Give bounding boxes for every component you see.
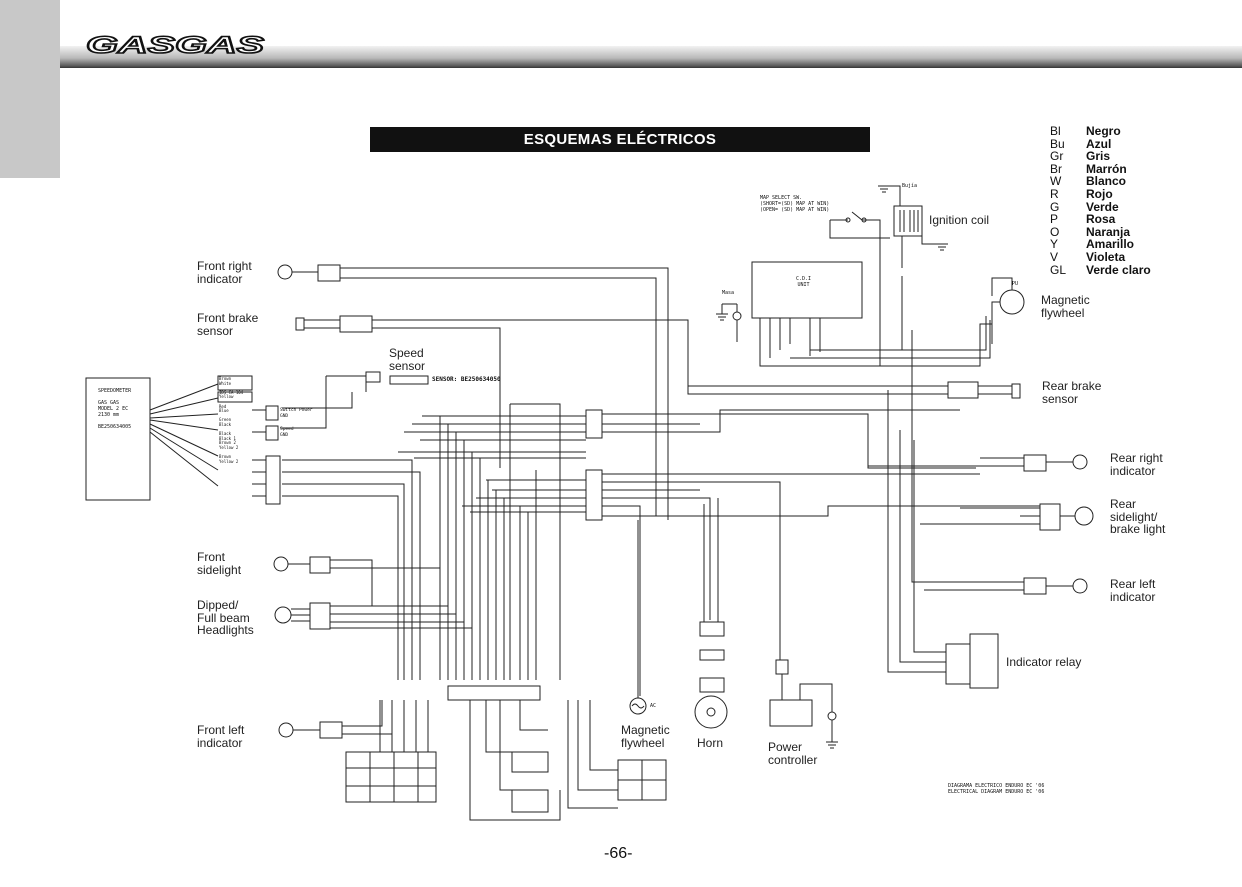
cdi-unit-text: C.D.I UNIT <box>796 276 812 288</box>
legend-color-name: Rosa <box>1086 212 1116 227</box>
legend-row: Y Amarillo <box>1050 238 1151 251</box>
rear-left-indicator-bulb <box>1072 578 1088 594</box>
front-right-indicator-bulb <box>277 264 293 280</box>
front-brake-sensor-label: Front brake sensor <box>197 311 259 338</box>
legend-color-name: Amarillo <box>1086 237 1135 252</box>
legend-code: G <box>1050 199 1060 214</box>
rear-right-indicator-bulb <box>1072 454 1088 470</box>
map-select-text: MAP SELECT SW. (SHORT=(SD) MAP AT WIN) (… <box>760 195 830 213</box>
page-number: -66- <box>604 845 633 862</box>
speedometer-unit <box>85 377 151 501</box>
legend-row: R Rojo <box>1050 188 1151 201</box>
legend-color-name: Gris <box>1086 149 1111 164</box>
rear-left-indicator-label: Rear left indicator <box>1110 577 1156 604</box>
headlight-bulb <box>274 606 292 624</box>
ignition-coil-label: Ignition coil <box>929 213 990 227</box>
legend-color-name: Azul <box>1086 136 1112 151</box>
front-left-indicator-bulb <box>278 722 294 738</box>
rear-sidelight-bulb <box>1074 506 1094 526</box>
legend-row: G Verde <box>1050 199 1151 214</box>
legend-code: R <box>1050 186 1059 201</box>
ignition-coil-body <box>893 205 923 237</box>
side-tab <box>0 0 60 178</box>
legend-code: Y <box>1050 237 1059 252</box>
legend-row: W Blanco <box>1050 175 1151 188</box>
speedometer-text: SPEEDOMETER GAS GAS MODEL 2 EC 2130 mm B… <box>98 388 132 430</box>
legend-row: Bl Negro <box>1050 125 1151 138</box>
pu-text: PU <box>1012 281 1019 287</box>
legend-row: GL Verde claro <box>1050 262 1151 277</box>
power-controller-label: Power controller <box>768 740 818 767</box>
legend-color-name: Rojo <box>1086 186 1113 201</box>
page-title: ESQUEMAS ELÉCTRICOS <box>370 127 870 152</box>
front-sidelight-label: Front sidelight <box>197 550 242 577</box>
legend-code: P <box>1050 212 1059 227</box>
legend-row: Gr Gris <box>1050 150 1151 163</box>
indicator-relay-label: Indicator relay <box>1006 655 1082 669</box>
horn-body <box>694 695 728 729</box>
legend-code: Bl <box>1050 124 1061 138</box>
front-left-indicator-label: Front left indicator <box>197 723 245 750</box>
legend-code: Br <box>1050 161 1062 176</box>
legend-color-name: Naranja <box>1086 224 1131 239</box>
legend-code: O <box>1050 224 1060 239</box>
legend-color-name: Violeta <box>1086 249 1126 264</box>
front-right-indicator-label: Front right indicator <box>197 259 252 286</box>
legend-code: Gr <box>1050 149 1064 164</box>
legend-color-name: Marrón <box>1086 161 1127 176</box>
switch-power-text: Switch Power GND <box>280 408 313 419</box>
ac-text: AC <box>650 703 657 709</box>
bujia-text: Bujía <box>902 183 918 189</box>
legend-code: GL <box>1050 262 1067 277</box>
rear-right-indicator-label: Rear right indicator <box>1110 451 1163 478</box>
sensor-code-label: SENSOR: BE250634050 <box>432 376 501 383</box>
headlights-label: Dipped/ Full beam Headlights <box>197 598 254 637</box>
speed-gnd-text: Speed GND <box>280 427 294 438</box>
magnetic-flywheel-bottom-label: Magnetic flywheel <box>621 723 670 750</box>
header-bar <box>60 46 1242 68</box>
legend-code: W <box>1050 174 1062 189</box>
diagram-caption: DIAGRAMA ELECTRICO ENDURO EC '06 ELECTRI… <box>948 783 1045 795</box>
legend-row: V Violeta <box>1050 251 1151 264</box>
svg-text:GASGAS: GASGAS <box>86 33 264 57</box>
legend-color-name: Verde claro <box>1086 262 1151 277</box>
legend-color-name: Blanco <box>1086 174 1127 189</box>
magnetic-flywheel-top <box>999 289 1025 315</box>
rear-sidelight-label: Rear sidelight/ brake light <box>1110 497 1166 536</box>
legend-code: Bu <box>1050 136 1065 151</box>
front-sidelight-bulb <box>273 556 289 572</box>
legend-row: O Naranja <box>1050 226 1151 239</box>
legend-row: P Rosa <box>1050 213 1151 226</box>
legend-code: V <box>1050 249 1059 264</box>
legend-color-name: Verde <box>1086 199 1119 214</box>
masa-text: Masa <box>722 290 735 296</box>
speed-sensor-label: Speed sensor <box>389 346 426 373</box>
rear-brake-sensor-label: Rear brake sensor <box>1042 379 1102 406</box>
gauge-wire-labels: Brown White IDS CA 104 Yellow Red Blue G… <box>219 376 244 464</box>
magnetic-flywheel-top-label: Magnetic flywheel <box>1041 293 1090 320</box>
legend-color-name: Negro <box>1086 124 1121 138</box>
brand-logo: GASGAS <box>85 33 265 57</box>
legend-row: Bu Azul <box>1050 136 1151 151</box>
cdi-unit-box <box>751 261 863 319</box>
legend-row: Br Marrón <box>1050 163 1151 176</box>
horn-label: Horn <box>697 736 724 750</box>
